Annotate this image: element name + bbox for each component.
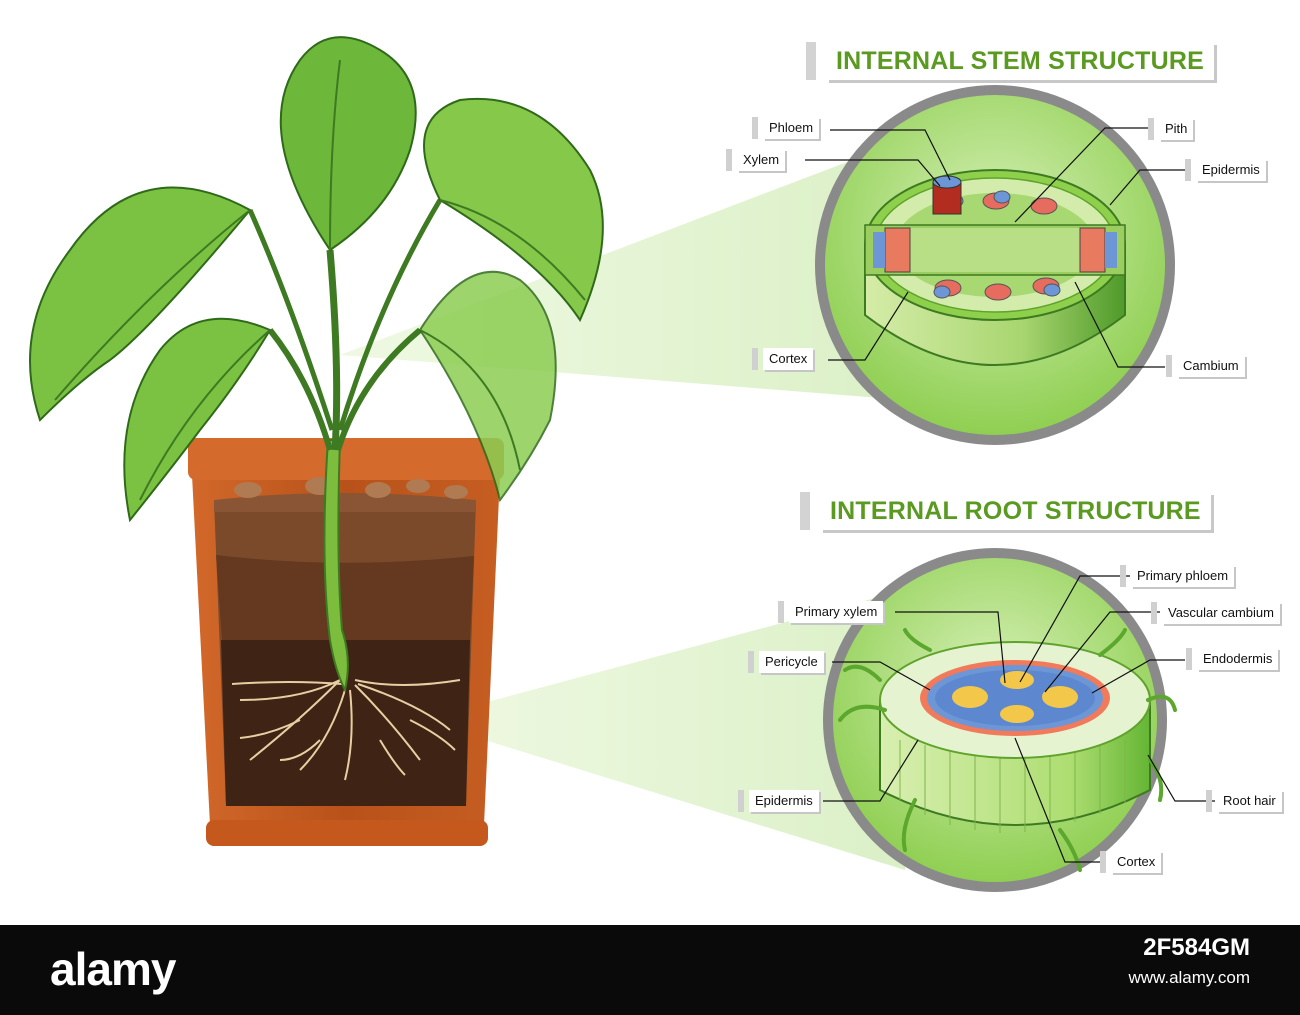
leaf-lower-right: [418, 270, 557, 503]
label-vascular-cambium: Vascular cambium: [1151, 602, 1280, 624]
stem-cross-section-lens: [805, 85, 1185, 445]
diagram-stage: INTERNAL STEM STRUCTURE INTERNAL ROOT ST…: [29, 36, 1282, 892]
image-id: 2F584GM: [1143, 934, 1250, 961]
plant-diagram-svg: [29, 36, 1215, 892]
label-cambium: Cambium: [1166, 355, 1245, 377]
label-cortex-stem: Cortex: [752, 348, 814, 370]
plant-leaves: [29, 36, 604, 523]
root-structure-title: INTERNAL ROOT STRUCTURE: [800, 492, 1211, 530]
label-epidermis-stem: Epidermis: [1185, 159, 1266, 181]
label-epidermis-root: Epidermis: [738, 790, 819, 812]
leaf-lower-left: [123, 317, 272, 523]
alamy-logo: alamy: [50, 943, 176, 995]
label-xylem: Xylem: [726, 149, 786, 171]
leaf-left: [29, 186, 252, 422]
label-primary-xylem: Primary xylem: [778, 601, 884, 623]
leaf-top-right: [423, 97, 604, 323]
plant-roots: [231, 679, 461, 781]
label-primary-phloem: Primary phloem: [1120, 565, 1235, 587]
label-phloem: Phloem: [752, 117, 820, 139]
stem-structure-title: INTERNAL STEM STRUCTURE: [806, 42, 1215, 80]
label-endodermis: Endodermis: [1186, 648, 1279, 670]
label-pericycle: Pericycle: [748, 651, 824, 673]
plant-stem: [247, 198, 443, 693]
image-id-block: 2F584GM www.alamy.com: [1128, 934, 1250, 988]
label-root-hair: Root hair: [1206, 790, 1282, 812]
label-pith: Pith: [1148, 118, 1194, 140]
leaf-top: [279, 36, 417, 252]
label-cortex-root: Cortex: [1100, 851, 1162, 873]
root-cross-section-lens: [823, 548, 1215, 892]
footer-bar: [0, 925, 1300, 1015]
site-url: www.alamy.com: [1128, 968, 1250, 987]
